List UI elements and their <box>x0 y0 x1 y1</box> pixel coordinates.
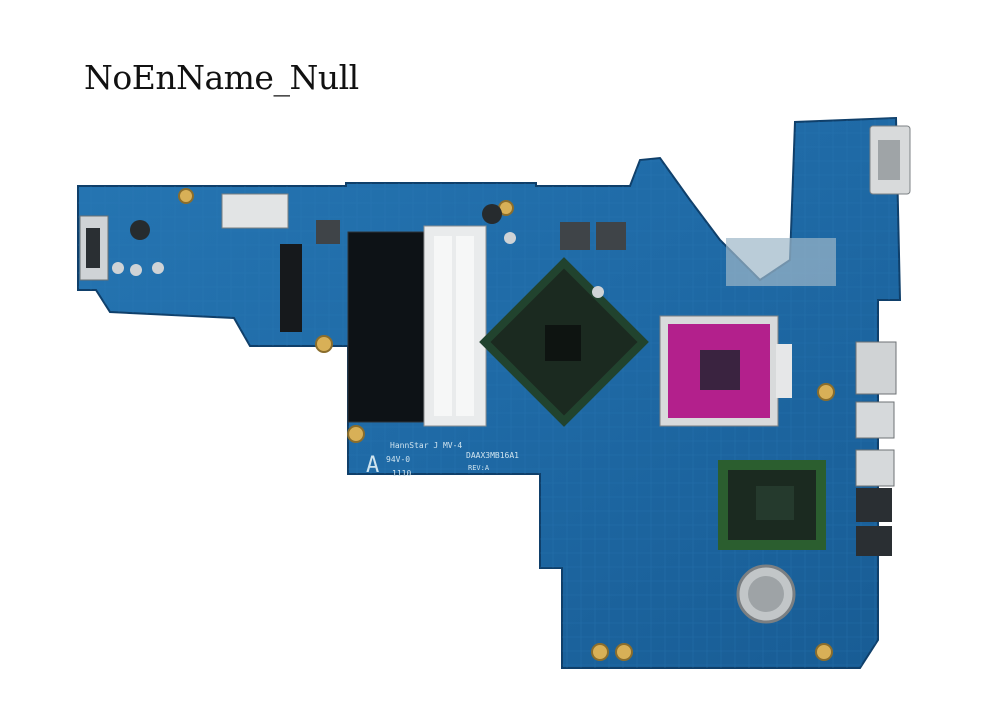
cpu-socket <box>659 315 792 427</box>
sata-connector <box>280 244 302 332</box>
silk-maker: HannStar J MV-4 <box>390 441 462 450</box>
silk-board-label: A <box>366 453 379 478</box>
silk-rating: 94V-0 <box>386 455 410 464</box>
battery-connector <box>221 193 289 229</box>
components <box>112 204 626 298</box>
mounting-holes <box>178 188 835 661</box>
silk-part-number: DAAX3MB16A1 <box>466 451 519 460</box>
usb-port-1 <box>855 401 895 439</box>
silk-revision: REV:A <box>468 464 490 472</box>
northbridge-chip <box>479 257 649 427</box>
usb-port-2 <box>855 449 895 487</box>
southbridge-chip <box>718 460 826 550</box>
audio-jack-1 <box>856 488 892 522</box>
audio-jack-2 <box>856 526 892 556</box>
silk-date: 1110 <box>392 469 411 478</box>
watermark-text: NoEnName_Null <box>84 58 359 97</box>
lan-port <box>855 341 897 395</box>
thermal-tape <box>726 238 836 286</box>
cmos-battery <box>736 564 796 624</box>
ram-slot <box>347 231 425 423</box>
